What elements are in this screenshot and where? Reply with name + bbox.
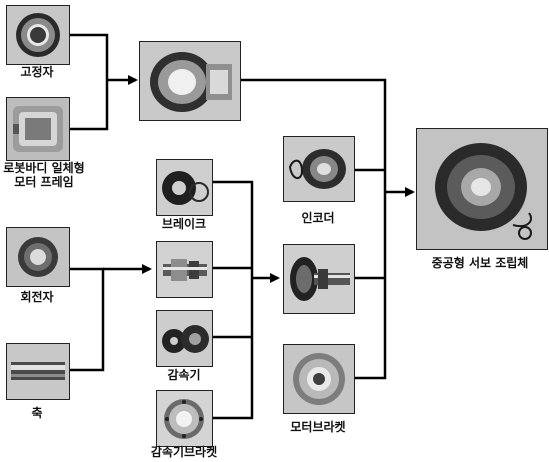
rotor-label: 회전자: [6, 290, 68, 304]
stator-label: 고정자: [6, 65, 68, 79]
reducer-photo: [156, 310, 213, 367]
motor-bracket-label: 모터브라켓: [278, 420, 358, 434]
encoder-photo: [283, 136, 355, 202]
motor-frame-photo: [6, 97, 70, 161]
motor-bracket-photo: [283, 344, 355, 414]
final-assembly-photo: [416, 128, 548, 250]
brake-photo: [156, 159, 213, 216]
encoder-label: 인코더: [283, 211, 353, 225]
motor-frame-label-line1: 로봇바디 일체형: [0, 161, 88, 175]
final-assembly-label: 중공형 서보 조립체: [410, 256, 549, 270]
motor-frame-label: 로봇바디 일체형 모터 프레임: [0, 161, 88, 189]
connector-brake-bracket: [212, 182, 252, 418]
connector-motor-bracket: [355, 192, 385, 378]
stator-assembly-photo: [139, 41, 241, 121]
reducer-label: 감속기: [150, 368, 218, 382]
rotor-photo: [6, 227, 70, 287]
reducer-bracket-label: 감속기브라켓: [140, 445, 228, 459]
reducer-input-photo: [156, 241, 213, 298]
connector-rotor-shaft: [70, 269, 103, 370]
connector-stator-frame: [70, 35, 107, 129]
shaft-photo: [6, 343, 70, 400]
reducer-bracket-photo: [156, 390, 213, 447]
shaft-label: 축: [6, 406, 68, 420]
rotor-assembly-photo: [283, 244, 355, 314]
stator-photo: [6, 5, 70, 65]
motor-frame-label-line2: 모터 프레임: [0, 175, 88, 189]
brake-label: 브레이크: [150, 217, 218, 231]
